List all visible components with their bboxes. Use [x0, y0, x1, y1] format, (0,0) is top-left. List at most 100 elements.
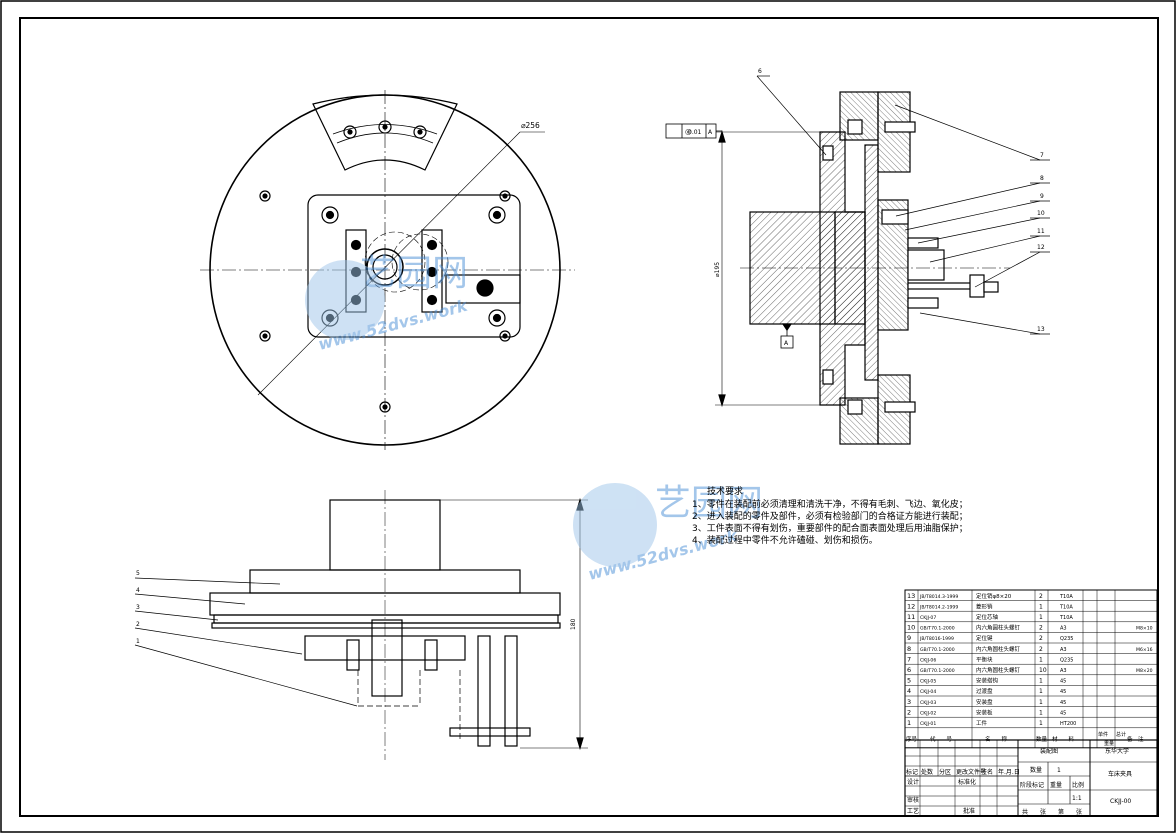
drawing-name: 装配图 — [1040, 747, 1058, 755]
bom-row-name: 菱形销 — [976, 602, 993, 610]
bom-row-note: M6×16 — [1136, 647, 1153, 653]
bom-row-code: CKJJ-02 — [920, 710, 936, 716]
bom-header-unit-weight: 单件 — [1098, 731, 1108, 738]
role-process: 工艺 — [907, 807, 919, 815]
title-block — [904, 739, 1158, 817]
rev-date: 年.月.日 — [998, 768, 1020, 776]
bom-header-no: 序号 — [906, 735, 918, 743]
callout-6: 6 — [758, 68, 762, 75]
watermark-brand-2: 艺园网 — [655, 483, 763, 524]
bom-row-no: 5 — [907, 677, 911, 685]
bom-row-material: Q235 — [1060, 657, 1073, 663]
bom-row-code: CKJJ-05 — [920, 679, 936, 685]
bom-row-name: 安装板 — [976, 708, 993, 716]
bom-row-code: JB/T8016-1999 — [919, 636, 954, 642]
bom-row-no: 4 — [907, 687, 911, 695]
qty-label: 数量 — [1030, 766, 1042, 774]
bom-row-name: 内六角圆柱头螺钉 — [976, 624, 1021, 632]
bom-header-name: 名 称 — [985, 735, 1008, 743]
bom-row-code: GB/T70.1-2000 — [920, 626, 955, 632]
bom-row-no: 7 — [907, 655, 911, 663]
bom-row-qty: 2 — [1039, 635, 1043, 642]
bom-row-name: 工件 — [976, 719, 988, 727]
watermark-brand-1: 艺园网 — [360, 253, 468, 294]
bom-row-no: 6 — [907, 666, 911, 674]
bom-row-material: T10A — [1059, 594, 1073, 600]
bom-row-name: 定位键 — [976, 634, 993, 642]
tolerance-symbol: ◎ — [685, 127, 692, 136]
bom-row-material: T10A — [1059, 604, 1073, 610]
rev-mark: 标记 — [906, 768, 918, 776]
bom-row-no: 9 — [907, 634, 911, 642]
callout-3: 3 — [136, 604, 140, 611]
watermark-logo-1: 艺园网 www.52dvs.work — [305, 253, 471, 354]
bom-row-material: T10A — [1059, 615, 1073, 621]
bom-header-weight: 重量 — [1104, 740, 1114, 747]
bom-row-code: GB/T70.1-2000 — [920, 647, 955, 653]
weight-label: 重量 — [1050, 781, 1062, 789]
rev-count: 处数 — [921, 768, 933, 776]
bom-row-note: M8×10 — [1136, 626, 1153, 632]
bom-row-material: Q235 — [1060, 636, 1073, 642]
side-dimension-195: ⌀195 — [714, 262, 721, 277]
bom-row-code: CKJJ-04 — [920, 689, 936, 695]
front-dimension-180: 180 — [570, 618, 577, 630]
callout-5: 5 — [136, 570, 140, 577]
top-diameter-label: ⌀256 — [521, 121, 540, 130]
tech-req-item-1: 1、零件在装配前必须清理和清洗干净，不得有毛刺、飞边、氧化皮； — [692, 498, 968, 510]
callout-1: 1 — [136, 638, 140, 645]
bom-row-qty: 2 — [1039, 593, 1043, 600]
bom-row-code: CKJJ-01 — [920, 721, 936, 727]
bom-row-qty: 1 — [1039, 614, 1043, 621]
stage-label: 阶段标记 — [1020, 781, 1044, 789]
tolerance-datum: A — [708, 129, 713, 136]
bom-row-material: 45 — [1060, 700, 1066, 706]
bom-row-no: 1 — [907, 719, 911, 727]
bom-row-no: 10 — [907, 624, 915, 632]
callout-2: 2 — [136, 621, 140, 628]
part-name: 车床夹具 — [1108, 770, 1132, 778]
bom-row-name: 安装搭钩 — [976, 677, 999, 685]
tech-req-item-2: 2、进入装配的零件及部件，必须有检验部门的合格证方能进行装配； — [692, 510, 968, 522]
bom-row-name: 内六角圆柱头螺钉 — [976, 645, 1021, 653]
bom-row-name: 定位销φ8×20 — [976, 592, 1012, 600]
bom-header-note: 备 注 — [1127, 735, 1144, 743]
tech-req-title: 技术要求 — [707, 485, 743, 497]
bom-row-no: 2 — [907, 708, 911, 716]
callout-9: 9 — [1040, 193, 1044, 200]
qty-value: 1 — [1057, 767, 1061, 774]
bom-row-code: JB/T8014.2-1999 — [919, 604, 958, 610]
role-approve: 批准 — [963, 807, 975, 815]
bom-row-material: A3 — [1060, 626, 1067, 632]
scale-label: 比例 — [1072, 781, 1084, 789]
bom-header-qty: 数量 — [1036, 735, 1048, 743]
callout-12: 12 — [1037, 244, 1045, 251]
bom-row-qty: 1 — [1039, 699, 1043, 706]
rev-sign: 签名 — [981, 768, 993, 776]
bom-row-material: A3 — [1060, 647, 1067, 653]
role-design: 设计 — [907, 778, 919, 786]
drawing-number: CKJJ-00 — [1110, 798, 1131, 805]
datum-label: A — [784, 340, 789, 347]
bom-row-code: JB/T8014.3-1999 — [919, 594, 958, 600]
bom-row-qty: 10 — [1039, 667, 1047, 674]
bom-row-note: M8×20 — [1136, 668, 1153, 674]
bom-row-code: CKJJ-07 — [920, 615, 936, 621]
side-view — [665, 75, 1050, 445]
role-standard: 标准化 — [958, 778, 976, 786]
bom-row-qty: 1 — [1039, 656, 1043, 663]
bom-row-no: 12 — [907, 602, 915, 610]
front-view — [134, 490, 588, 760]
bom-frame — [904, 589, 1158, 749]
technical-requirements: 技术要求 1、零件在装配前必须清理和清洗干净，不得有毛刺、飞边、氧化皮； 2、进… — [692, 485, 968, 546]
bom-row-qty: 2 — [1039, 625, 1043, 632]
bom-row-material: A3 — [1060, 668, 1067, 674]
school-name: 东华大学 — [1105, 747, 1129, 755]
scale-value: 1:1 — [1072, 795, 1082, 802]
bom-row-code: CKJJ-06 — [920, 657, 936, 663]
bom-row-code: GB/T70.1-2000 — [920, 668, 955, 674]
bom-header-material: 材 料 — [1052, 735, 1075, 743]
